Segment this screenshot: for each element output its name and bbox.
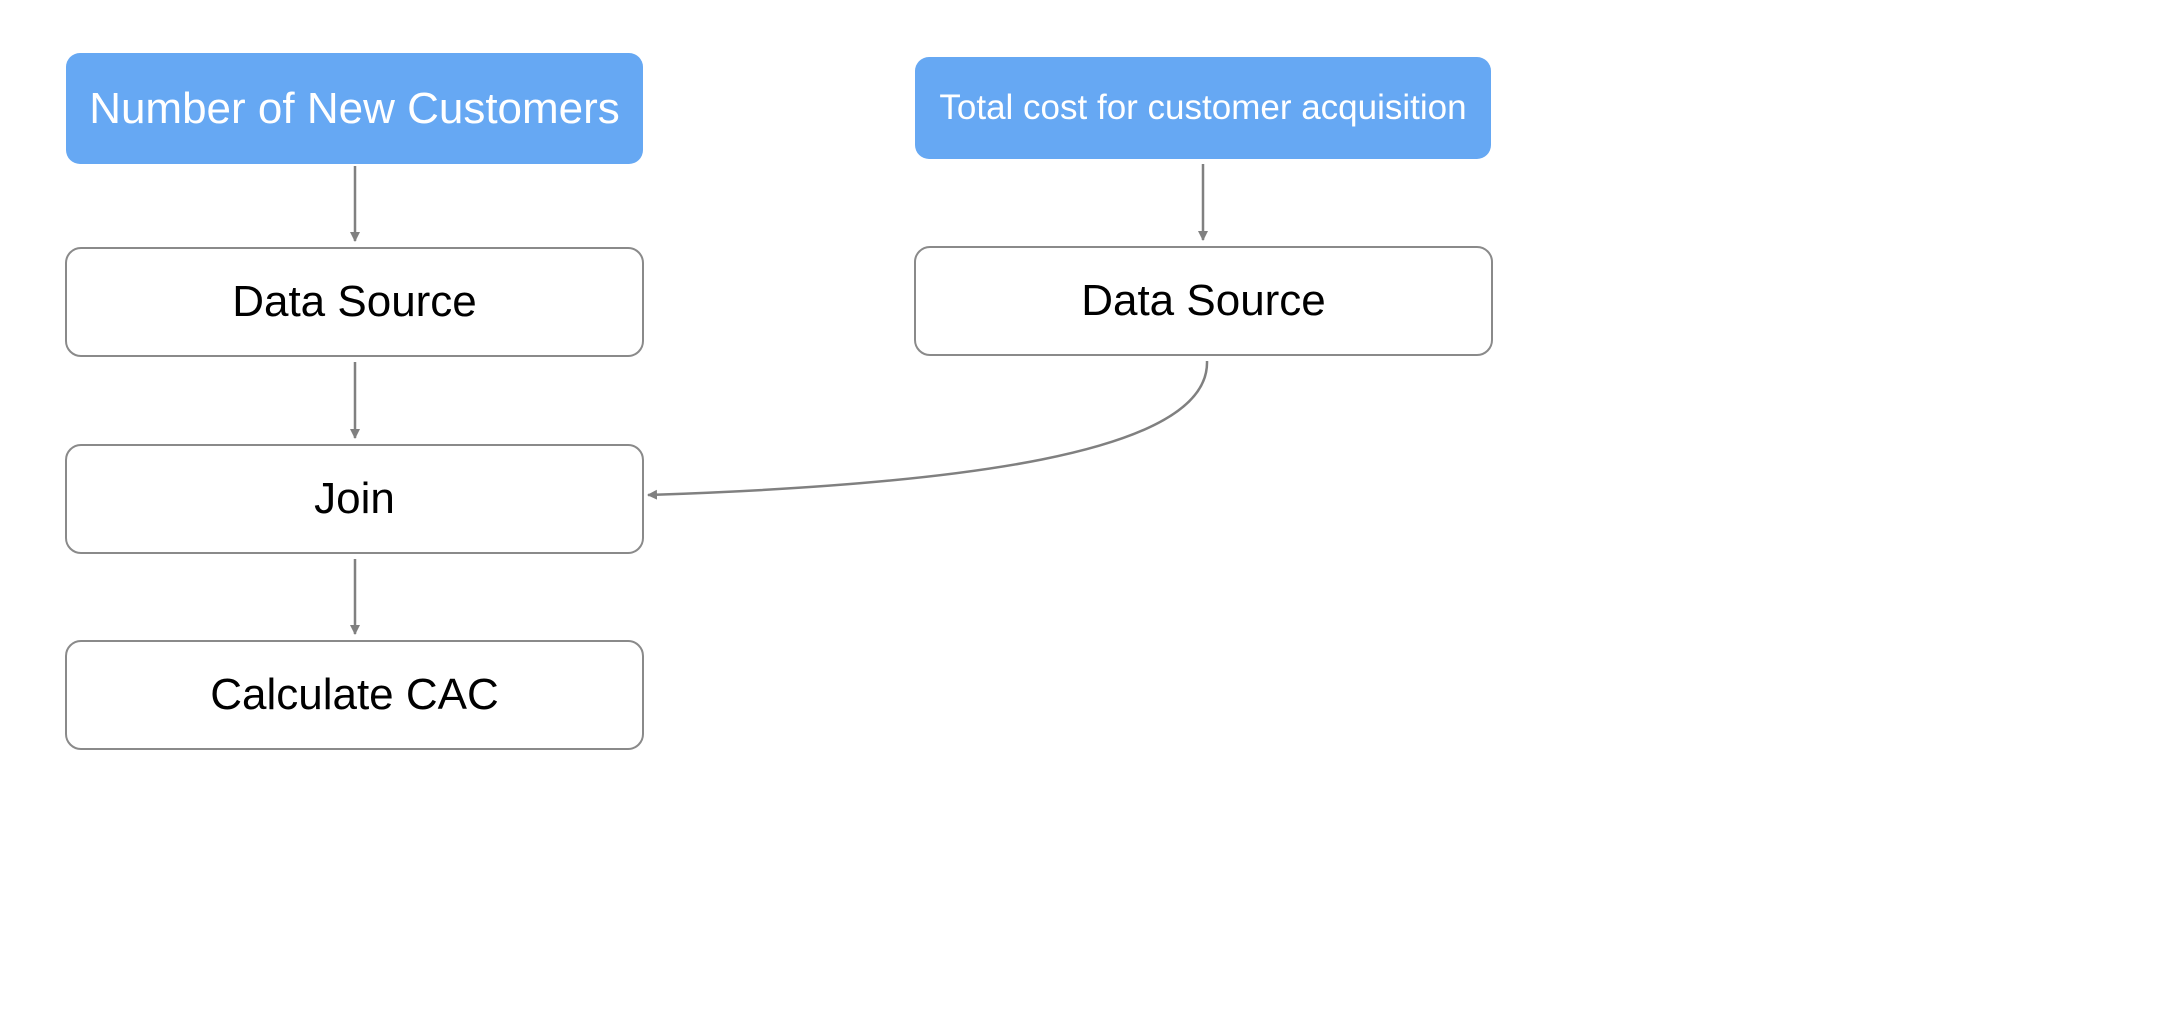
node-number-of-new-customers[interactable]: Number of New Customers: [66, 53, 643, 164]
node-join[interactable]: Join: [65, 444, 644, 554]
node-calculate-cac[interactable]: Calculate CAC: [65, 640, 644, 750]
node-total-cost-for-customer-acquisition[interactable]: Total cost for customer acquisition: [915, 57, 1491, 159]
node-label: Data Source: [1081, 276, 1326, 325]
node-data-source-left[interactable]: Data Source: [65, 247, 644, 357]
node-label: Total cost for customer acquisition: [939, 88, 1467, 127]
node-label: Number of New Customers: [89, 83, 620, 133]
node-data-source-right[interactable]: Data Source: [914, 246, 1493, 356]
node-label: Calculate CAC: [210, 670, 499, 719]
node-label: Data Source: [232, 277, 477, 326]
edge-data-source-right-to-join: [647, 360, 1209, 500]
node-label: Join: [314, 474, 395, 523]
